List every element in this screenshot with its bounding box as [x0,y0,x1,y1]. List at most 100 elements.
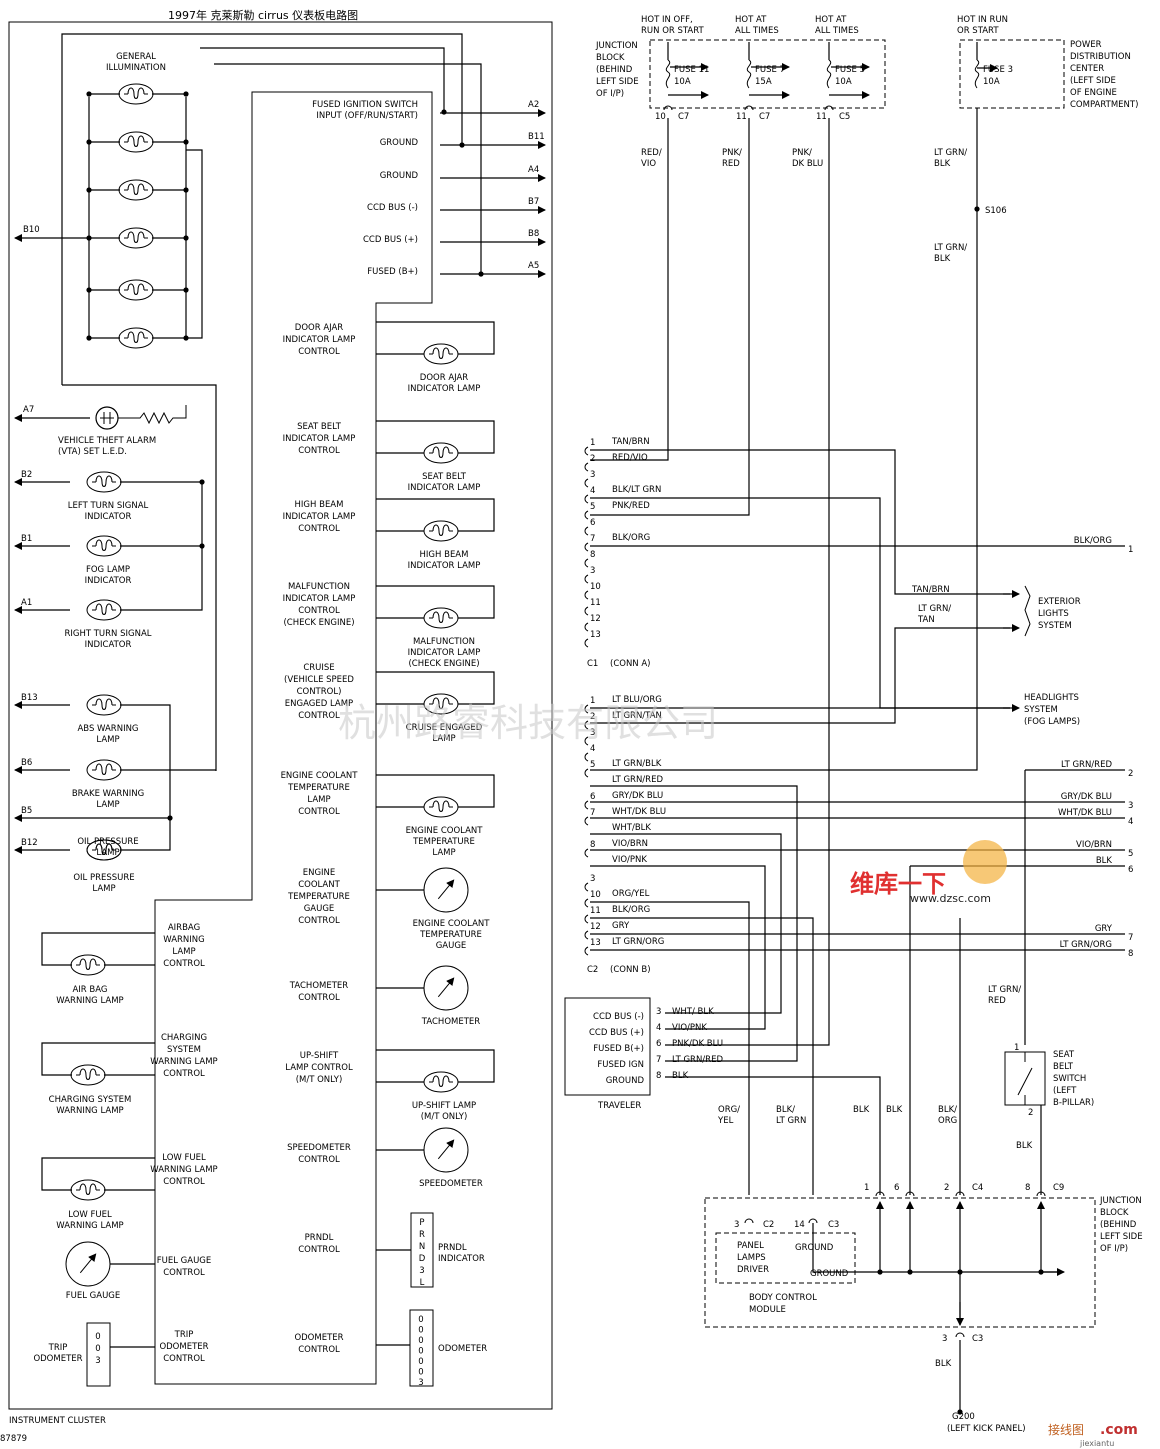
odometer-digit: 0 [418,1336,423,1346]
connector-b-wire-label: LT GRN/RED [612,775,663,785]
left-lamp-label: LAMP [96,848,119,858]
odometer-digit: 0 [418,1347,423,1357]
connector-a-wire-label: TAN/BRN [611,437,650,447]
bcm-pin: 3 [734,1220,739,1230]
indicator-bulb-icon [423,442,459,464]
lamp-loop-wire [41,1042,155,1076]
illum-feed [186,149,203,339]
seat-belt-pin-1: 1 [1014,1043,1019,1053]
watermark-text: 杭州路睿科技有限公司 [338,701,718,745]
device-label: SEAT BELT [422,472,467,482]
control-label: CONTROL [298,1155,340,1165]
ground-wire-label: BLK [935,1359,952,1369]
control-label: CONTROL [298,606,340,616]
left-lamp-pin: B1 [21,534,32,544]
bcm-panel-label: PANEL [737,1241,764,1251]
warning-lamp-wiring [70,704,216,851]
control-label: UP-SHIFT [300,1051,339,1061]
control-label: CONTROL [298,1345,340,1355]
left-lamp-label: BRAKE WARNING [72,789,144,799]
traveler-pin-number: 6 [656,1039,661,1049]
bulb-outline [118,279,154,301]
connector-b-pin-number: 5 [590,760,595,770]
trip-odometer-outline [86,1322,111,1387]
traveler-wire-label: WHT/ BLK [672,1007,714,1017]
junction-block-bottom-label: JUNCTION [1099,1196,1142,1206]
connector-pin-icon [955,1332,965,1338]
connector-id: C7 [678,112,689,122]
pdc-outline [959,39,1065,109]
connector-pin-icon [584,848,589,858]
right-exit-number: 5 [1128,849,1133,859]
control-label: TEMPERATURE [287,892,350,902]
splice-dot [86,139,92,145]
prndl-char: N [419,1242,425,1252]
wire-traveler-ground [665,1076,881,1195]
device-label: ODOMETER [438,1344,487,1354]
control-label: CONTROL [163,1177,205,1187]
right-exit-wire-label: BLK [1096,856,1113,866]
connector-b-wire-label: GRY/DK BLU [612,791,663,801]
brand-watermark-text: 维库一下 [850,870,946,898]
control-label: FUEL GAUGE [157,1256,212,1266]
splice-dot [459,142,465,148]
connector-pin-icon [584,622,589,632]
bulb-filament [79,1068,97,1080]
illumination-bulb-icon [118,327,154,349]
corner-watermark-url: .com [1100,1422,1138,1438]
connector-b-pin-number: 1 [590,696,595,706]
control-label: CONTROL [298,916,340,926]
connector-b-pin-number: 6 [590,792,595,802]
cluster-pin-id: A4 [528,165,539,175]
wire-color-label: VIO [641,159,656,169]
odometer-digit: 0 [418,1326,423,1336]
ground-location: (LEFT KICK PANEL) [947,1424,1026,1434]
exterior-lights-label: SYSTEM [1038,621,1072,631]
seat-belt-pin-2: 2 [1028,1108,1033,1118]
ground-pin: 3 [942,1334,947,1344]
gauge-needle [437,879,455,900]
device-label: UP-SHIFT LAMP [412,1101,476,1111]
control-label: CONTROL) [297,687,342,697]
cluster-pin-label: GROUND [380,171,419,181]
bulb-filament [95,475,113,487]
connector-a-pin-number: 11 [590,598,601,608]
wire-color-label: RED [722,159,740,169]
jb-conn-id: C4 [972,1183,983,1193]
indicator-bulb-icon [423,607,459,629]
device-label: LOW FUEL [68,1210,112,1220]
junction-block-label: OF I/P) [596,89,624,99]
gauge-icon [423,1127,469,1173]
device-label: GAUGE [436,941,467,951]
ground-point [957,1409,963,1415]
fuse-name-label: FUSE 11 [674,65,709,75]
headlights-label: HEADLIGHTS [1024,693,1079,703]
bottom-wire-label: ORG/ [718,1105,740,1115]
brace-icon [1024,585,1031,637]
seat-belt-label: SWITCH [1053,1074,1086,1084]
connector-pin-icon [584,510,589,520]
pdc-label: CENTER [1070,64,1104,74]
gauge-needle [437,977,455,998]
exterior-wire-label: LT GRN/ [918,604,951,614]
control-label: CONTROL [163,1354,205,1364]
prndl-char: P [419,1218,424,1228]
seat-belt-label: (LEFT [1053,1086,1077,1096]
exterior-lights-label: EXTERIOR [1038,597,1081,607]
control-label: ENGINE [303,868,336,878]
indicator-bulb-icon [423,693,459,715]
left-lamp-pin: B6 [21,758,32,768]
splice-dot [441,109,447,115]
connector-pin-icon [905,1191,915,1197]
right-exit-wire-label: GRY/DK BLU [1061,792,1112,802]
cluster-module-outline [154,91,433,1385]
connector-b-pin-number: 7 [590,808,595,818]
prndl-char: D [419,1254,426,1264]
bcm-ground-label: GROUND [810,1269,849,1279]
bcm-module-label: BODY CONTROL [749,1293,817,1303]
connector-pin-icon [584,898,589,908]
b10-pin: B10 [23,225,40,235]
device-label: ODOMETER [33,1354,82,1364]
device-label: (M/T ONLY) [421,1112,468,1122]
connector-pin-icon [584,720,589,730]
